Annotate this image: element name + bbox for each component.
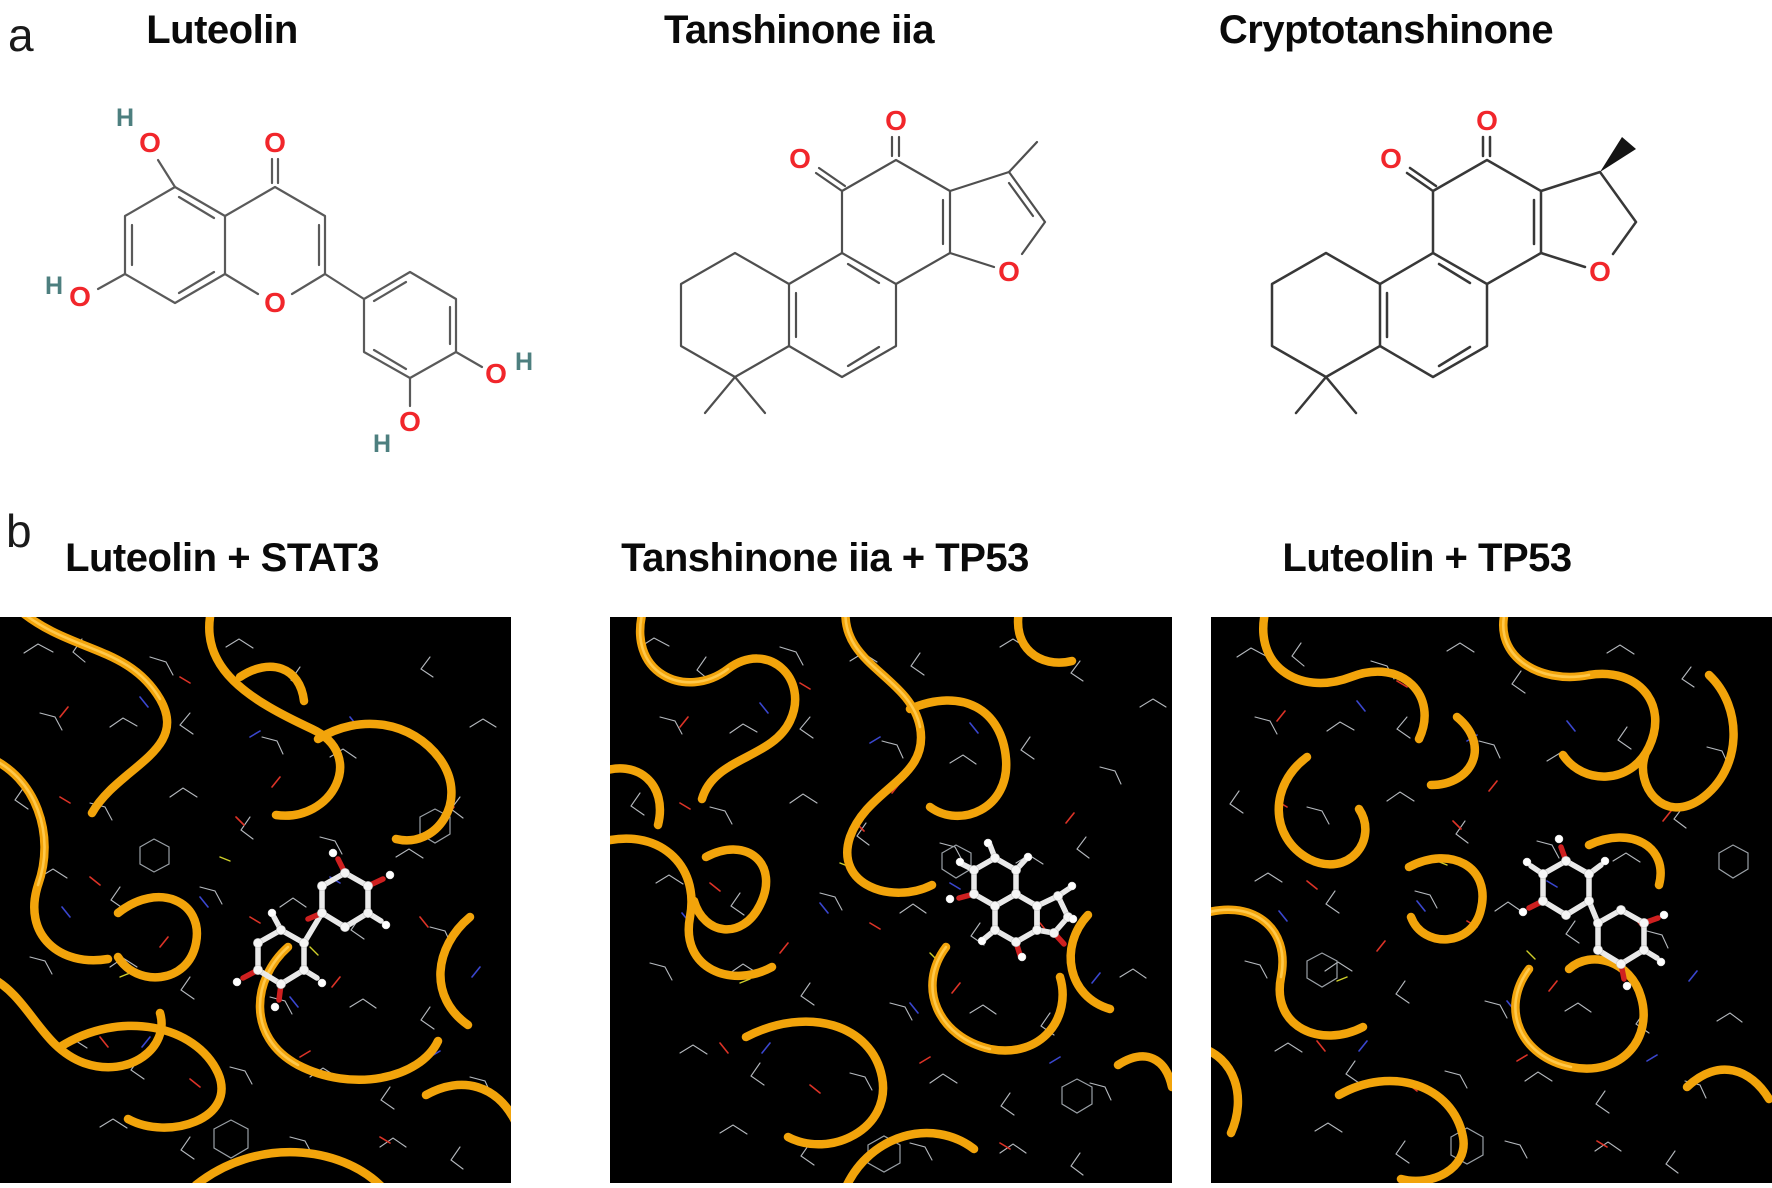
oxygen-label: O (1380, 143, 1402, 174)
cryptotanshinone-bonds (1270, 135, 1638, 415)
docking-image-luteolin-stat3 (0, 617, 511, 1183)
docking-title-luteolin-tp53: Luteolin + TP53 (1282, 536, 1572, 580)
cryptotanshinone-structure-drawing: O O O (1270, 102, 1638, 415)
docking-title-tanshinone-tp53: Tanshinone iia + TP53 (621, 536, 1029, 580)
panel-b-label: b (6, 505, 32, 557)
docking-image-luteolin-tp53 (1211, 617, 1772, 1183)
oxygen-label: O (264, 127, 286, 158)
oxygen-label: O (69, 281, 91, 312)
hydrogen-label: H (373, 430, 391, 458)
protein-ribbon (0, 617, 511, 1183)
molecule-title-tanshinone-iia: Tanshinone iia (663, 8, 935, 52)
molecule-title-luteolin: Luteolin (146, 8, 298, 52)
oxygen-label: O (998, 256, 1020, 287)
wedge-bond (1600, 137, 1636, 172)
protein-ribbon (610, 617, 1172, 1183)
oxygen-label: O (485, 358, 507, 389)
oxygen-label: O (1476, 105, 1498, 136)
cryptotanshinone-atom-labels: O O O (1377, 102, 1615, 291)
molecule-title-cryptotanshinone: Cryptotanshinone (1218, 8, 1554, 52)
oxygen-label: O (1589, 256, 1611, 287)
hydrogen-label: H (515, 348, 533, 376)
residue-wireframe (630, 637, 1167, 1176)
luteolin-atom-labels: H O O H O O O H O H (41, 101, 536, 462)
ligand-tanshinone-3d (945, 838, 1078, 962)
panel-a-label: a (8, 9, 34, 61)
hydrogen-label: H (45, 272, 63, 300)
hydrogen-label: H (116, 104, 134, 132)
oxygen-label: O (885, 105, 907, 136)
oxygen-label: O (399, 406, 421, 437)
docking-image-tanshinone-tp53 (610, 617, 1172, 1183)
ligand-luteolin-3d (232, 848, 395, 1012)
docking-title-luteolin-stat3: Luteolin + STAT3 (65, 536, 379, 580)
protein-ribbon (1211, 617, 1772, 1183)
tanshinone-iia-structure-drawing: O O O (679, 102, 1047, 415)
luteolin-bonds (96, 157, 484, 408)
ligand-luteolin-3d (1518, 834, 1669, 991)
oxygen-label: O (139, 127, 161, 158)
tanshinone-bonds (679, 135, 1047, 415)
residue-wireframe (14, 638, 497, 1170)
tanshinone-atom-labels: O O O (786, 102, 1024, 291)
oxygen-label: O (264, 287, 286, 318)
residue-wireframe (1229, 642, 1749, 1174)
oxygen-label: O (789, 143, 811, 174)
luteolin-structure-drawing: H O O H O O O H O H (41, 101, 536, 462)
